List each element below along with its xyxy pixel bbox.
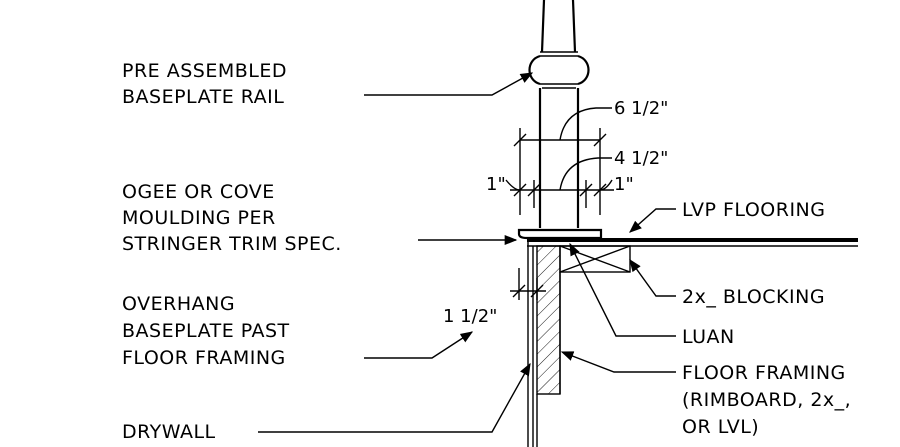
label-rail-line2: BASEPLATE RAIL: [122, 86, 284, 108]
label-moulding-line3: STRINGER TRIM SPEC.: [122, 233, 342, 255]
floor-assembly: [527, 238, 858, 447]
label-moulding-line1: OGEE OR COVE: [122, 181, 275, 203]
dim-overhang: 1 1/2": [443, 306, 497, 327]
leader-framing: [560, 351, 676, 373]
leader-drywall: [258, 362, 531, 433]
leader-rail: [364, 72, 534, 96]
dim-side-right: 1": [614, 174, 634, 195]
label-moulding-line2: MOULDING PER: [122, 207, 276, 229]
leader-blocking: [629, 258, 676, 297]
dim-inner-width: 4 1/2": [614, 148, 668, 169]
label-luan: LUAN: [682, 326, 735, 348]
label-framing-line1: FLOOR FRAMING: [682, 362, 846, 384]
label-blocking: 2x_ BLOCKING: [682, 286, 825, 308]
leader-lvp: [629, 208, 676, 233]
baluster: [528, 0, 590, 228]
label-framing-line3: OR LVL): [682, 416, 759, 438]
leader-overhang: [364, 331, 474, 359]
dimension-lines: [505, 107, 614, 300]
label-overhang-line1: OVERHANG: [122, 293, 235, 315]
lvp-flooring-layer: [527, 238, 858, 242]
dim-side-left: 1": [486, 174, 506, 195]
label-lvp-flooring: LVP FLOORING: [682, 199, 825, 221]
leaders: [258, 72, 676, 433]
label-overhang-line3: FLOOR FRAMING: [122, 347, 286, 369]
baseplate: [517, 228, 603, 240]
rimboard: [536, 245, 561, 395]
label-drywall: DRYWALL: [122, 421, 216, 443]
leader-luan: [569, 242, 676, 337]
label-framing-line2: (RIMBOARD, 2x_,: [682, 389, 851, 411]
dim-outer-width: 6 1/2": [614, 98, 668, 119]
label-overhang-line2: BASEPLATE PAST: [122, 320, 290, 342]
label-rail-line1: PRE ASSEMBLED: [122, 60, 287, 82]
